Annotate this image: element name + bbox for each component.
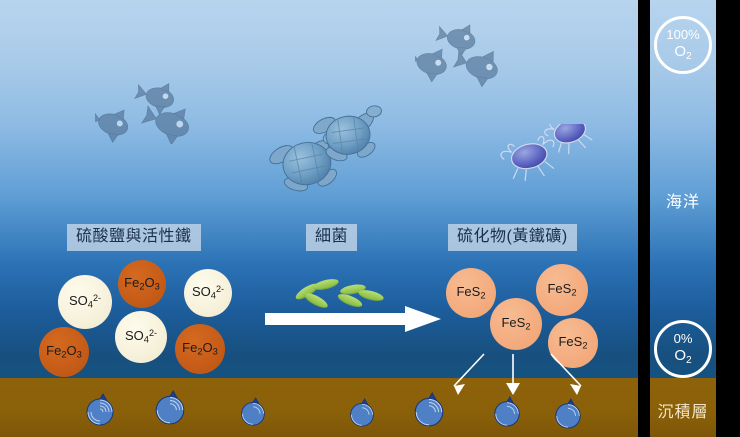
oxygen-gradient-panel: 100% O2 海洋 0% O2 沉積層 <box>650 0 716 437</box>
settle-arrow-2 <box>506 354 520 395</box>
ocean-scene: 硫酸鹽與活性鐵 細菌 硫化物(黃鐵礦) SO42- Fe2O3 SO42- SO… <box>0 0 638 437</box>
ammonite-shell-7 <box>555 398 581 429</box>
panel-sediment-layer <box>650 378 716 437</box>
oxygen-bottom-percent: 0% <box>673 330 693 346</box>
ammonite-shell-4 <box>350 398 374 427</box>
molecule-sulfate-1: SO42- <box>58 275 112 329</box>
label-left-reactants: 硫酸鹽與活性鐵 <box>67 224 201 252</box>
fish-school-top-right <box>415 24 498 88</box>
molecule-iron-oxide-1: Fe2O3 <box>118 260 166 308</box>
ammonite-shell-6 <box>494 396 520 427</box>
molecule-pyrite-1: FeS2 <box>446 268 496 318</box>
ammonite-shell-2 <box>155 390 185 425</box>
oxygen-gauge-top: 100% O2 <box>654 16 712 74</box>
oxygen-bottom-species: O2 <box>674 346 692 366</box>
molecule-iron-oxide-3: Fe2O3 <box>175 324 225 374</box>
reaction-arrow-right <box>265 306 441 332</box>
settle-arrow-3 <box>550 353 582 395</box>
blue-crab-pair <box>500 124 593 182</box>
molecule-sulfate-2: SO42- <box>184 269 232 317</box>
oxygen-gauge-bottom: 0% O2 <box>654 320 712 378</box>
label-right-products: 硫化物(黃鐵礦) <box>448 224 577 252</box>
ammonite-shell-5 <box>414 392 444 427</box>
molecule-sulfate-3: SO42- <box>115 311 167 363</box>
molecule-pyrite-2: FeS2 <box>536 264 588 316</box>
ocean-zone-label: 海洋 <box>665 194 700 211</box>
oxygen-top-species: O2 <box>674 42 692 62</box>
ammonite-shell-3 <box>241 397 265 426</box>
label-middle-bacteria: 細菌 <box>306 224 358 252</box>
ammonite-shell-1 <box>86 393 114 426</box>
sea-turtle-pair <box>269 105 382 192</box>
sediment-zone-label: 沉積層 <box>657 404 709 421</box>
molecule-pyrite-3: FeS2 <box>490 298 542 350</box>
molecule-pyrite-4: FeS2 <box>548 318 598 368</box>
molecule-iron-oxide-2: Fe2O3 <box>39 327 89 377</box>
oxygen-top-percent: 100% <box>666 26 700 42</box>
fish-school-left <box>95 83 189 144</box>
settle-arrow-1 <box>453 353 485 395</box>
